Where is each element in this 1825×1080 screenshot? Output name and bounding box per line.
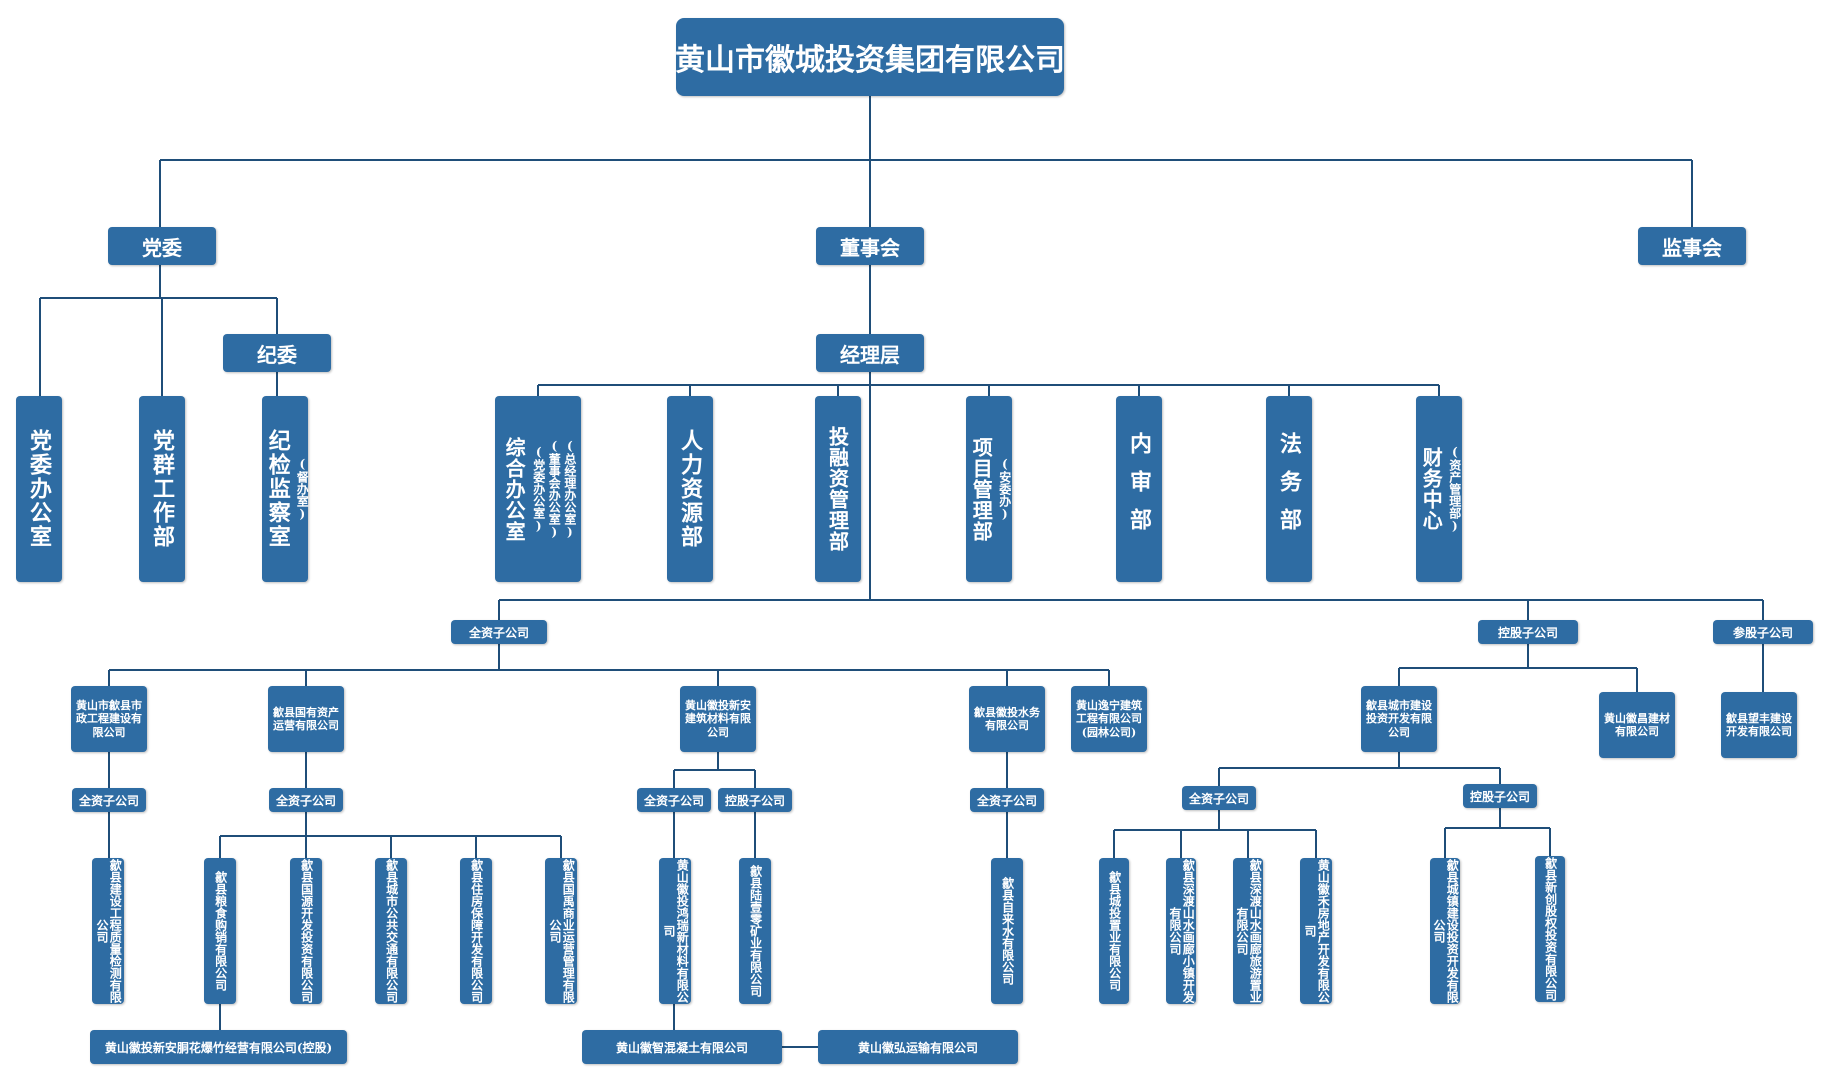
party-office-label: 党委办公室 [26, 429, 52, 549]
party-committee-box: 党委 [108, 227, 216, 265]
dept-audit: 内审部 [1116, 396, 1162, 582]
company-municipal: 黄山市歙县市政工程建设有限公司 [71, 686, 147, 752]
wholly-owned-label-main: 全资子公司 [451, 620, 547, 644]
participating-label-main: 参股子公司 [1713, 620, 1813, 644]
inspection-box: 纪检监察室 (督办室) [262, 396, 310, 582]
inspection-sub-label: (督办室) [295, 457, 310, 521]
dept-general-office-sub3: (党委办公室) [531, 445, 546, 533]
holding-label-xinan: 控股子公司 [718, 788, 792, 812]
company-commerce-label: 歙县国禹商业运营管理有限公司 [548, 859, 576, 1003]
holding-label-main: 控股子公司 [1478, 620, 1578, 644]
supervisory-board-box: 监事会 [1638, 227, 1746, 265]
dept-general-office-sub1: (总经理办公室) [562, 439, 577, 539]
company-tapwater: 歙县自来水有限公司 [991, 858, 1023, 1004]
dept-audit-label: 内审部 [1126, 432, 1152, 546]
company-huihe-label: 黄山徽禾房地产开发有限公司 [1303, 859, 1331, 1003]
company-xinchuang-label: 歙县新创股权投资有限公司 [1543, 857, 1558, 1001]
company-urban-dev: 歙县城市建设投资开发有限公司 [1361, 686, 1437, 752]
company-fireworks: 黄山徽投新安胴花爆竹经营有限公司(控股) [90, 1030, 347, 1064]
management-box: 经理层 [816, 334, 924, 372]
company-transport: 黄山徽弘运输有限公司 [818, 1030, 1018, 1064]
dept-project-label: 项目管理部 [969, 436, 994, 542]
company-luyihu-label: 歙县陆壹零矿业有限公司 [748, 865, 763, 997]
party-office-box: 党委办公室 [16, 396, 62, 582]
dept-general-office-label: 综合办公室 [502, 436, 527, 542]
wholly-owned-label-water: 全资子公司 [970, 788, 1044, 812]
dept-project: 项目管理部 (安委办) [966, 396, 1012, 582]
discipline-committee-box: 纪委 [223, 334, 331, 372]
company-commerce: 歙县国禹商业运营管理有限公司 [545, 858, 577, 1004]
company-guoyuan-label: 歙县国源开发投资有限公司 [299, 859, 314, 1003]
company-yining: 黄山逸宁建筑工程有限公司(园林公司) [1071, 686, 1147, 752]
company-town-dev: 歙县城镇建设投资开发有限公司 [1430, 858, 1460, 1004]
wholly-owned-label-xinan: 全资子公司 [637, 788, 711, 812]
company-title: 黄山市徽城投资集团有限公司 [675, 18, 1065, 96]
dept-finance-sub: (资产管理部) [1447, 445, 1462, 533]
dept-hr-label: 人力资源部 [677, 429, 703, 549]
company-water: 歙县徽投水务有限公司 [969, 686, 1045, 752]
company-town-dev-label: 歙县城镇建设投资开发有限公司 [1432, 859, 1460, 1003]
dept-finance: 财务中心 (资产管理部) [1416, 396, 1462, 582]
dept-investment: 投融资管理部 [815, 396, 861, 582]
mass-work-box: 党群工作部 [139, 396, 185, 582]
dept-legal: 法务部 [1266, 396, 1312, 582]
company-huihe: 黄山徽禾房地产开发有限公司 [1300, 858, 1332, 1004]
dept-project-sub: (安委办) [997, 457, 1012, 521]
company-wangfeng: 歙县望丰建设开发有限公司 [1721, 692, 1797, 758]
wholly-owned-label-municipal: 全资子公司 [72, 788, 146, 812]
company-shendu-tour-label: 歙县深渡山水画廊旅游置业有限公司 [1235, 859, 1263, 1003]
company-guoyuan: 歙县国源开发投资有限公司 [290, 858, 322, 1004]
company-shendu-town-label: 歙县深渡山水画廊小镇开发有限公司 [1168, 859, 1196, 1003]
company-concrete: 黄山徽智混凝土有限公司 [582, 1030, 782, 1064]
company-xinchuang: 歙县新创股权投资有限公司 [1535, 856, 1565, 1002]
inspection-label: 纪检监察室 [264, 429, 291, 549]
dept-hr: 人力资源部 [667, 396, 713, 582]
wholly-owned-label-state-asset: 全资子公司 [269, 788, 343, 812]
company-shendu-tour: 歙县深渡山水画廊旅游置业有限公司 [1233, 858, 1263, 1004]
dept-finance-label: 财务中心 [1419, 447, 1444, 531]
company-hongrui-label: 黄山徽投鸿瑞新材料有限公司 [662, 859, 690, 1003]
dept-legal-label: 法务部 [1276, 432, 1302, 546]
company-grain: 歙县粮食购销有限公司 [204, 858, 236, 1004]
dept-investment-label: 投融资管理部 [825, 426, 850, 552]
company-luyihu: 歙县陆壹零矿业有限公司 [739, 858, 771, 1004]
company-housing-label: 歙县住房保障开发有限公司 [469, 859, 484, 1003]
board-box: 董事会 [816, 227, 924, 265]
company-xinan-materials: 黄山徽投新安建筑材料有限公司 [680, 686, 756, 752]
holding-label-urban: 控股子公司 [1463, 784, 1537, 808]
company-grain-label: 歙县粮食购销有限公司 [213, 871, 228, 991]
dept-general-office: 综合办公室 (党委办公室) (董事会办公室) (总经理办公室) [495, 396, 581, 582]
company-state-asset: 歙县国有资产运营有限公司 [268, 686, 344, 752]
company-tapwater-label: 歙县自来水有限公司 [1000, 877, 1015, 985]
company-shendu-town: 歙县深渡山水画廊小镇开发有限公司 [1166, 858, 1196, 1004]
company-quality: 歙县建设工程质量检测有限公司 [92, 858, 124, 1004]
company-chengtou-label: 歙县城投置业有限公司 [1107, 871, 1122, 991]
mass-work-label: 党群工作部 [149, 429, 175, 549]
company-transit: 歙县城市公共交通有限公司 [375, 858, 407, 1004]
wholly-owned-label-urban: 全资子公司 [1182, 786, 1256, 810]
company-quality-label: 歙县建设工程质量检测有限公司 [95, 859, 123, 1003]
company-chengtou: 歙县城投置业有限公司 [1099, 858, 1129, 1004]
company-transit-label: 歙县城市公共交通有限公司 [384, 859, 399, 1003]
dept-general-office-sub2: (董事会办公室) [547, 439, 562, 539]
company-huichang: 黄山徽昌建材有限公司 [1599, 692, 1675, 758]
company-housing: 歙县住房保障开发有限公司 [460, 858, 492, 1004]
company-hongrui: 黄山徽投鸿瑞新材料有限公司 [659, 858, 691, 1004]
